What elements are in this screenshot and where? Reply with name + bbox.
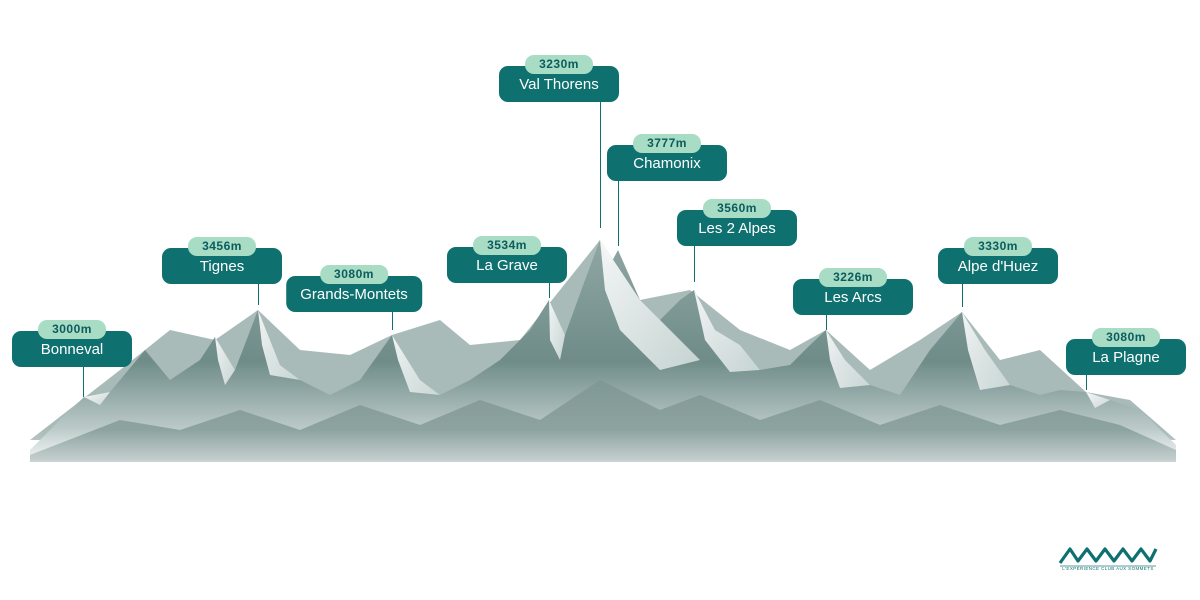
altitude-badge: 3560m xyxy=(703,199,771,218)
altitude-badge: 3000m xyxy=(38,320,106,339)
peak-pointer-line xyxy=(392,308,393,330)
altitude-badge: 3777m xyxy=(633,134,701,153)
mmv-logo: MMV xyxy=(1058,547,1158,567)
peak-pointer-line xyxy=(1086,371,1087,390)
mmv-logo-mark xyxy=(1058,547,1158,564)
altitude-badge: 3226m xyxy=(819,268,887,287)
altitude-badge: 3080m xyxy=(1092,328,1160,347)
peak-pointer-line xyxy=(83,363,84,397)
peak-pointer-line xyxy=(549,279,550,298)
mmv-logo-wave xyxy=(1060,565,1156,567)
mist-fade xyxy=(0,430,1200,500)
mmv-logo-wordmark: MMV xyxy=(1107,557,1110,559)
main-ridge xyxy=(30,240,1176,460)
resort-name: La Grave xyxy=(447,247,567,283)
peak-pointer-line xyxy=(618,177,619,246)
resort-name: Val Thorens xyxy=(499,66,619,102)
altitude-badge: 3534m xyxy=(473,236,541,255)
resort-name: La Plagne xyxy=(1066,339,1186,375)
altitude-badge: 3230m xyxy=(525,55,593,74)
snow-caps xyxy=(84,240,1110,408)
peak-pointer-line xyxy=(600,98,601,228)
altitude-badge: 3330m xyxy=(964,237,1032,256)
peak-pointer-line xyxy=(694,242,695,282)
peak-pointer-line xyxy=(826,311,827,330)
logo-tagline: L'EXPÉRIENCE CLUB AUX SOMMETS xyxy=(1062,566,1154,571)
peak-pointer-line xyxy=(258,280,259,305)
peak-pointer-line xyxy=(962,280,963,307)
altitude-badge: 3080m xyxy=(320,265,388,284)
altitude-badge: 3456m xyxy=(188,237,256,256)
